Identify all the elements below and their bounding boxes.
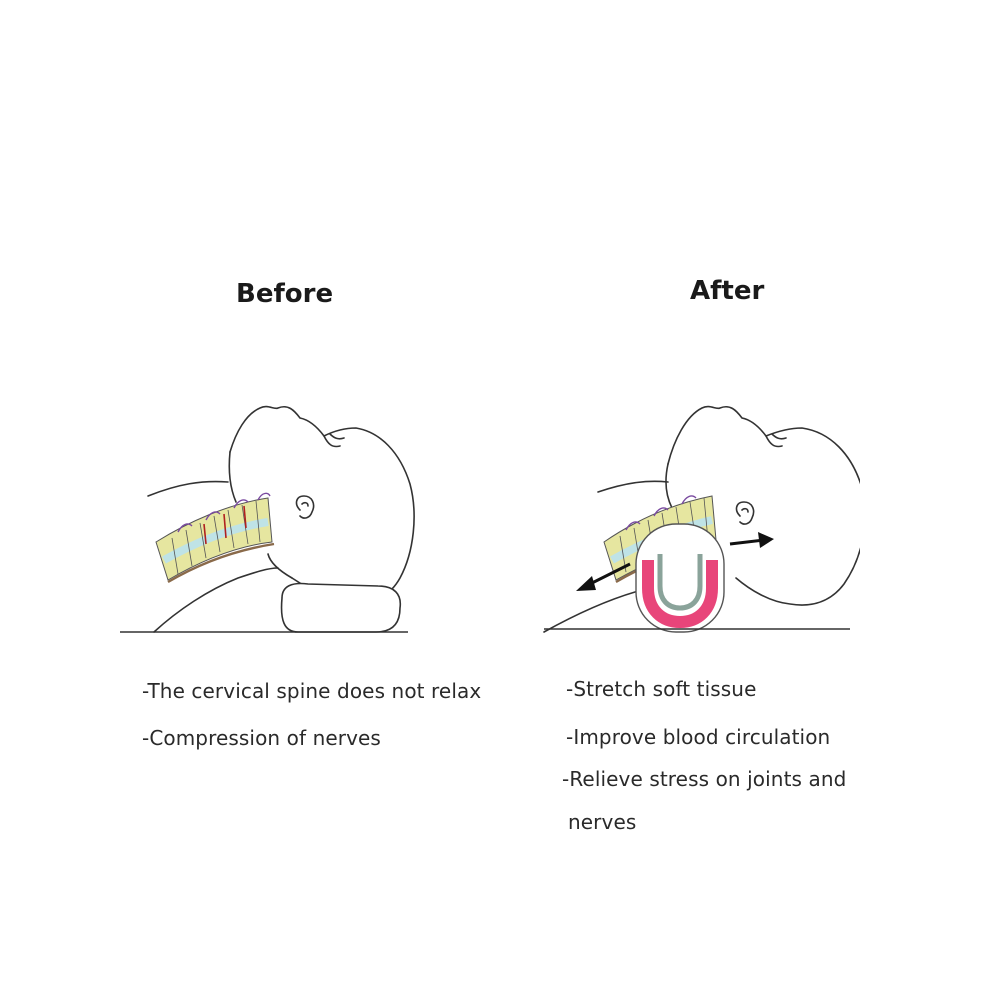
- after-caption-relieve: -Relieve stress on joints and: [562, 767, 847, 791]
- pillow-icon: [635, 523, 725, 633]
- before-heading: Before: [236, 279, 334, 309]
- pillow-icon: [280, 582, 402, 633]
- before-caption-relax: -The cervical spine does not relax: [142, 679, 482, 703]
- after-caption-nerves: nerves: [568, 810, 637, 834]
- head-profile-icon: [543, 405, 860, 633]
- after-heading: After: [690, 276, 765, 306]
- spine-icon: [155, 492, 275, 584]
- after-illustration: [543, 405, 860, 633]
- before-caption-compression: -Compression of nerves: [142, 726, 381, 750]
- after-caption-stretch: -Stretch soft tissue: [566, 677, 757, 701]
- after-caption-circulation: -Improve blood circulation: [566, 725, 831, 749]
- before-illustration: [120, 405, 415, 633]
- stretch-arrow-icon: [576, 532, 774, 591]
